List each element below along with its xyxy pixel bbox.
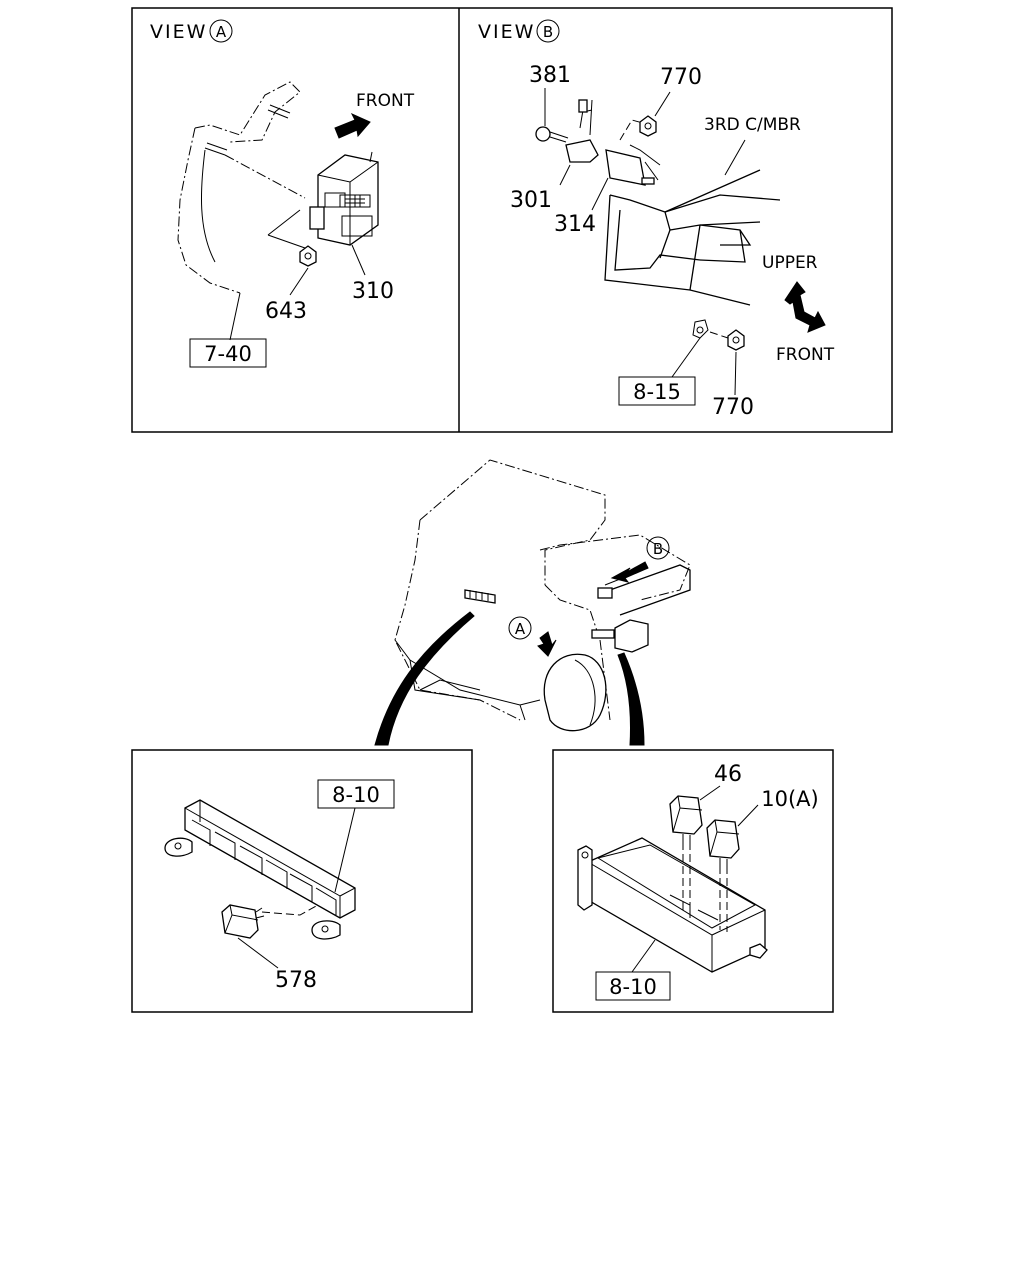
ref-box-8-15	[618, 376, 696, 406]
view-a-panel: VIEW A 643 310 FRON	[150, 19, 415, 368]
ref-label-7-40: 7-40	[204, 342, 252, 366]
cross-member-icon	[604, 169, 781, 306]
part-label-643: 643	[265, 299, 307, 324]
relay-tray-8-10-icon	[577, 837, 768, 973]
callout-curve-left	[374, 611, 475, 746]
part-label-770-bottom: 770	[712, 395, 754, 420]
upper-front-arrow-icon	[784, 281, 826, 333]
detail-left-frame	[131, 749, 473, 1013]
part-label-314: 314	[554, 212, 596, 237]
frame-rail-icon	[609, 564, 691, 616]
leader-8-10-right	[631, 939, 656, 973]
cab-roof-outline	[419, 459, 606, 585]
leader-8-15	[671, 337, 701, 378]
cab-body-outline	[544, 584, 601, 641]
wheel-rim	[574, 659, 596, 726]
leader-10a	[737, 804, 759, 827]
leader-8-10-left	[334, 807, 356, 893]
ref-box-8-10-left	[317, 779, 395, 809]
top-panel-frame	[131, 7, 893, 433]
ref-box-8-10-right	[595, 971, 671, 1001]
wheel-icon	[543, 653, 607, 732]
ref-box-7-40	[189, 338, 267, 368]
view-a-front-label: FRONT	[356, 91, 415, 111]
leader-770-top	[654, 91, 671, 117]
front-arrow-icon	[334, 112, 371, 139]
ref-label-8-10-right: 8-10	[609, 975, 657, 999]
view-b-title-mark: B	[543, 23, 553, 41]
relay-box-310-icon	[309, 151, 379, 246]
leader-46	[699, 785, 721, 801]
stud-bolt-icon	[204, 104, 291, 156]
view-a-title-mark: A	[216, 23, 227, 41]
ref-label-8-10-left: 8-10	[332, 783, 380, 807]
part-label-381: 381	[529, 63, 571, 88]
bumper-outline	[394, 639, 541, 721]
relay-box-engine-icon	[591, 619, 649, 653]
leader-member	[724, 139, 746, 176]
overview-marker-a	[508, 616, 532, 640]
view-a-title-prefix: VIEW	[150, 21, 207, 43]
bolt-381-icon	[535, 126, 569, 143]
truck-overview: A B	[374, 459, 691, 746]
part-label-578: 578	[275, 968, 317, 993]
overview-arrow-b-icon	[610, 561, 649, 583]
part-label-301: 301	[510, 188, 552, 213]
relay-578-alignment	[261, 904, 319, 916]
view-b-circle-marker	[536, 19, 560, 43]
nut-alignment-line	[709, 331, 729, 339]
leader-301	[559, 164, 571, 186]
part-label-770-top: 770	[660, 65, 702, 90]
grille-outline	[419, 679, 481, 691]
leader-7-40	[229, 292, 241, 341]
part-label-46: 46	[714, 762, 742, 787]
leader-310	[351, 244, 366, 276]
body-panel-curve	[201, 149, 216, 263]
leader-578	[237, 937, 279, 969]
overview-marker-a-text: A	[515, 620, 526, 638]
detail-right-frame	[552, 749, 834, 1013]
clip-icon	[692, 319, 709, 339]
leader-643	[289, 267, 309, 296]
relay-block-dash-icon	[464, 589, 496, 604]
view-a-circle-marker	[209, 19, 233, 43]
overview-marker-b-text: B	[653, 540, 663, 558]
switch-location-icon	[597, 587, 613, 599]
stud-alignment-line	[224, 154, 306, 199]
bracket-314-icon	[605, 144, 661, 186]
leader-314	[591, 177, 609, 211]
upper-label: UPPER	[762, 253, 818, 273]
view-b-front-label: FRONT	[776, 345, 835, 365]
nut-770-top-icon	[639, 115, 657, 137]
overview-arrow-a-icon	[537, 631, 557, 657]
relay-block-8-10-icon	[164, 799, 356, 940]
part-label-310: 310	[352, 279, 394, 304]
cab-front-outline	[394, 519, 521, 721]
switch-301-icon	[565, 99, 599, 163]
detail-right-panel: 46 10(A) 8-10	[577, 762, 819, 1001]
relay-578-icon	[221, 904, 265, 939]
relay-46-icon	[669, 795, 703, 842]
leader-770-bottom	[734, 351, 737, 396]
nut-643-icon	[299, 245, 317, 267]
member-label: 3RD C/MBR	[704, 115, 801, 135]
relay-10a-icon	[706, 819, 740, 866]
view-b-title-prefix: VIEW	[478, 21, 535, 43]
callout-curve-right	[617, 652, 645, 746]
cab-side-outline	[539, 534, 691, 601]
nut-770-bottom-icon	[727, 329, 745, 351]
view-b-panel: VIEW B 3RD C/MBR 381	[478, 19, 835, 420]
ref-label-8-15: 8-15	[633, 380, 681, 404]
detail-left-panel: 578 8-10	[164, 779, 395, 993]
mount-leader-line	[267, 209, 306, 249]
body-panel-outline	[194, 81, 301, 143]
overview-marker-b	[646, 536, 670, 560]
bracket-alignment-line	[619, 119, 651, 141]
body-panel-edge	[177, 127, 241, 294]
part-label-10a: 10(A)	[761, 787, 818, 811]
